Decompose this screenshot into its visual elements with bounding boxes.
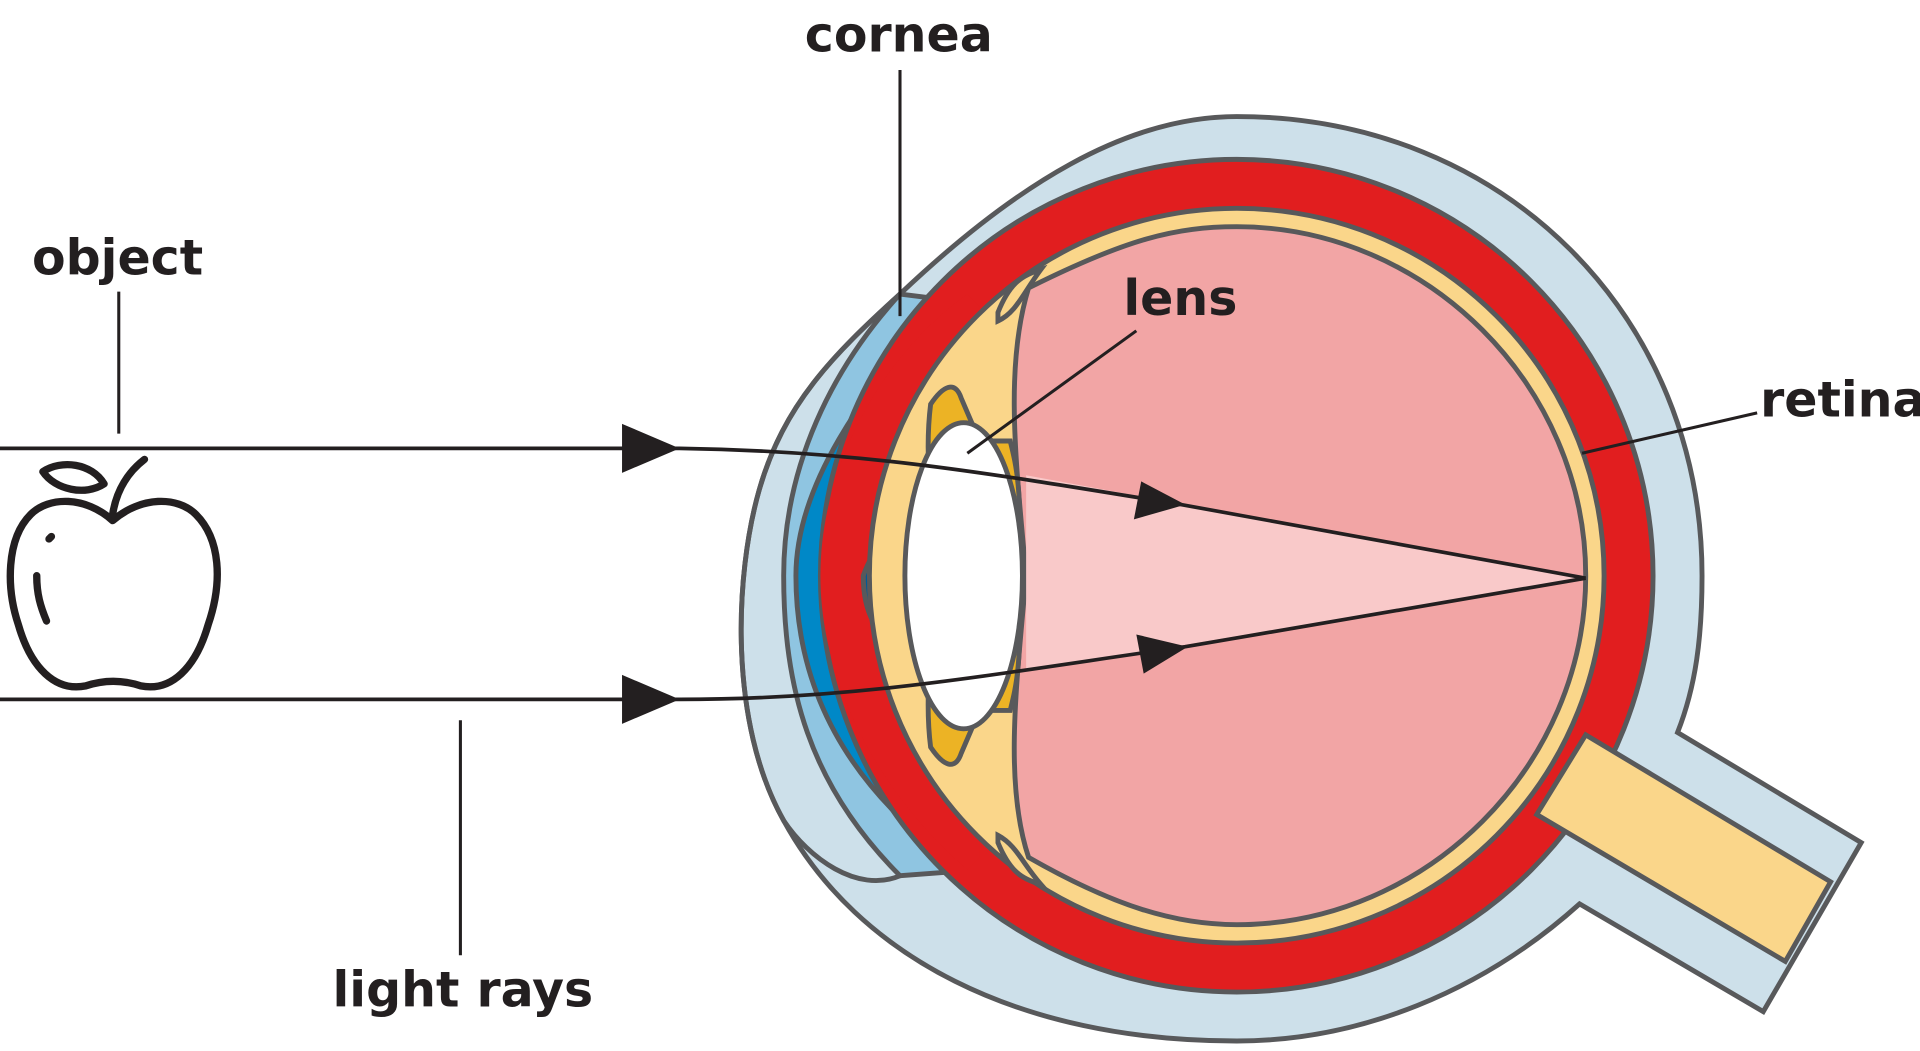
label-cornea: cornea xyxy=(805,7,993,64)
arrow-head-icon xyxy=(622,674,680,724)
arrow-head-icon xyxy=(1133,481,1186,520)
label-object: object xyxy=(32,229,203,286)
label-lens: lens xyxy=(1123,270,1237,327)
label-light-rays: light rays xyxy=(333,962,594,1019)
arrow-head-icon xyxy=(622,423,680,473)
lens xyxy=(902,420,1025,732)
light-ray-bottom xyxy=(0,576,1587,702)
optic-nerve xyxy=(1533,731,1834,965)
retina-leader xyxy=(1581,411,1758,455)
lens-leader xyxy=(966,329,1138,455)
light-ray-top xyxy=(0,446,1587,580)
apple-icon xyxy=(6,455,221,691)
arrow-head-icon xyxy=(1136,634,1188,674)
light-cone xyxy=(1026,475,1586,672)
label-retina: retina xyxy=(1760,372,1920,429)
